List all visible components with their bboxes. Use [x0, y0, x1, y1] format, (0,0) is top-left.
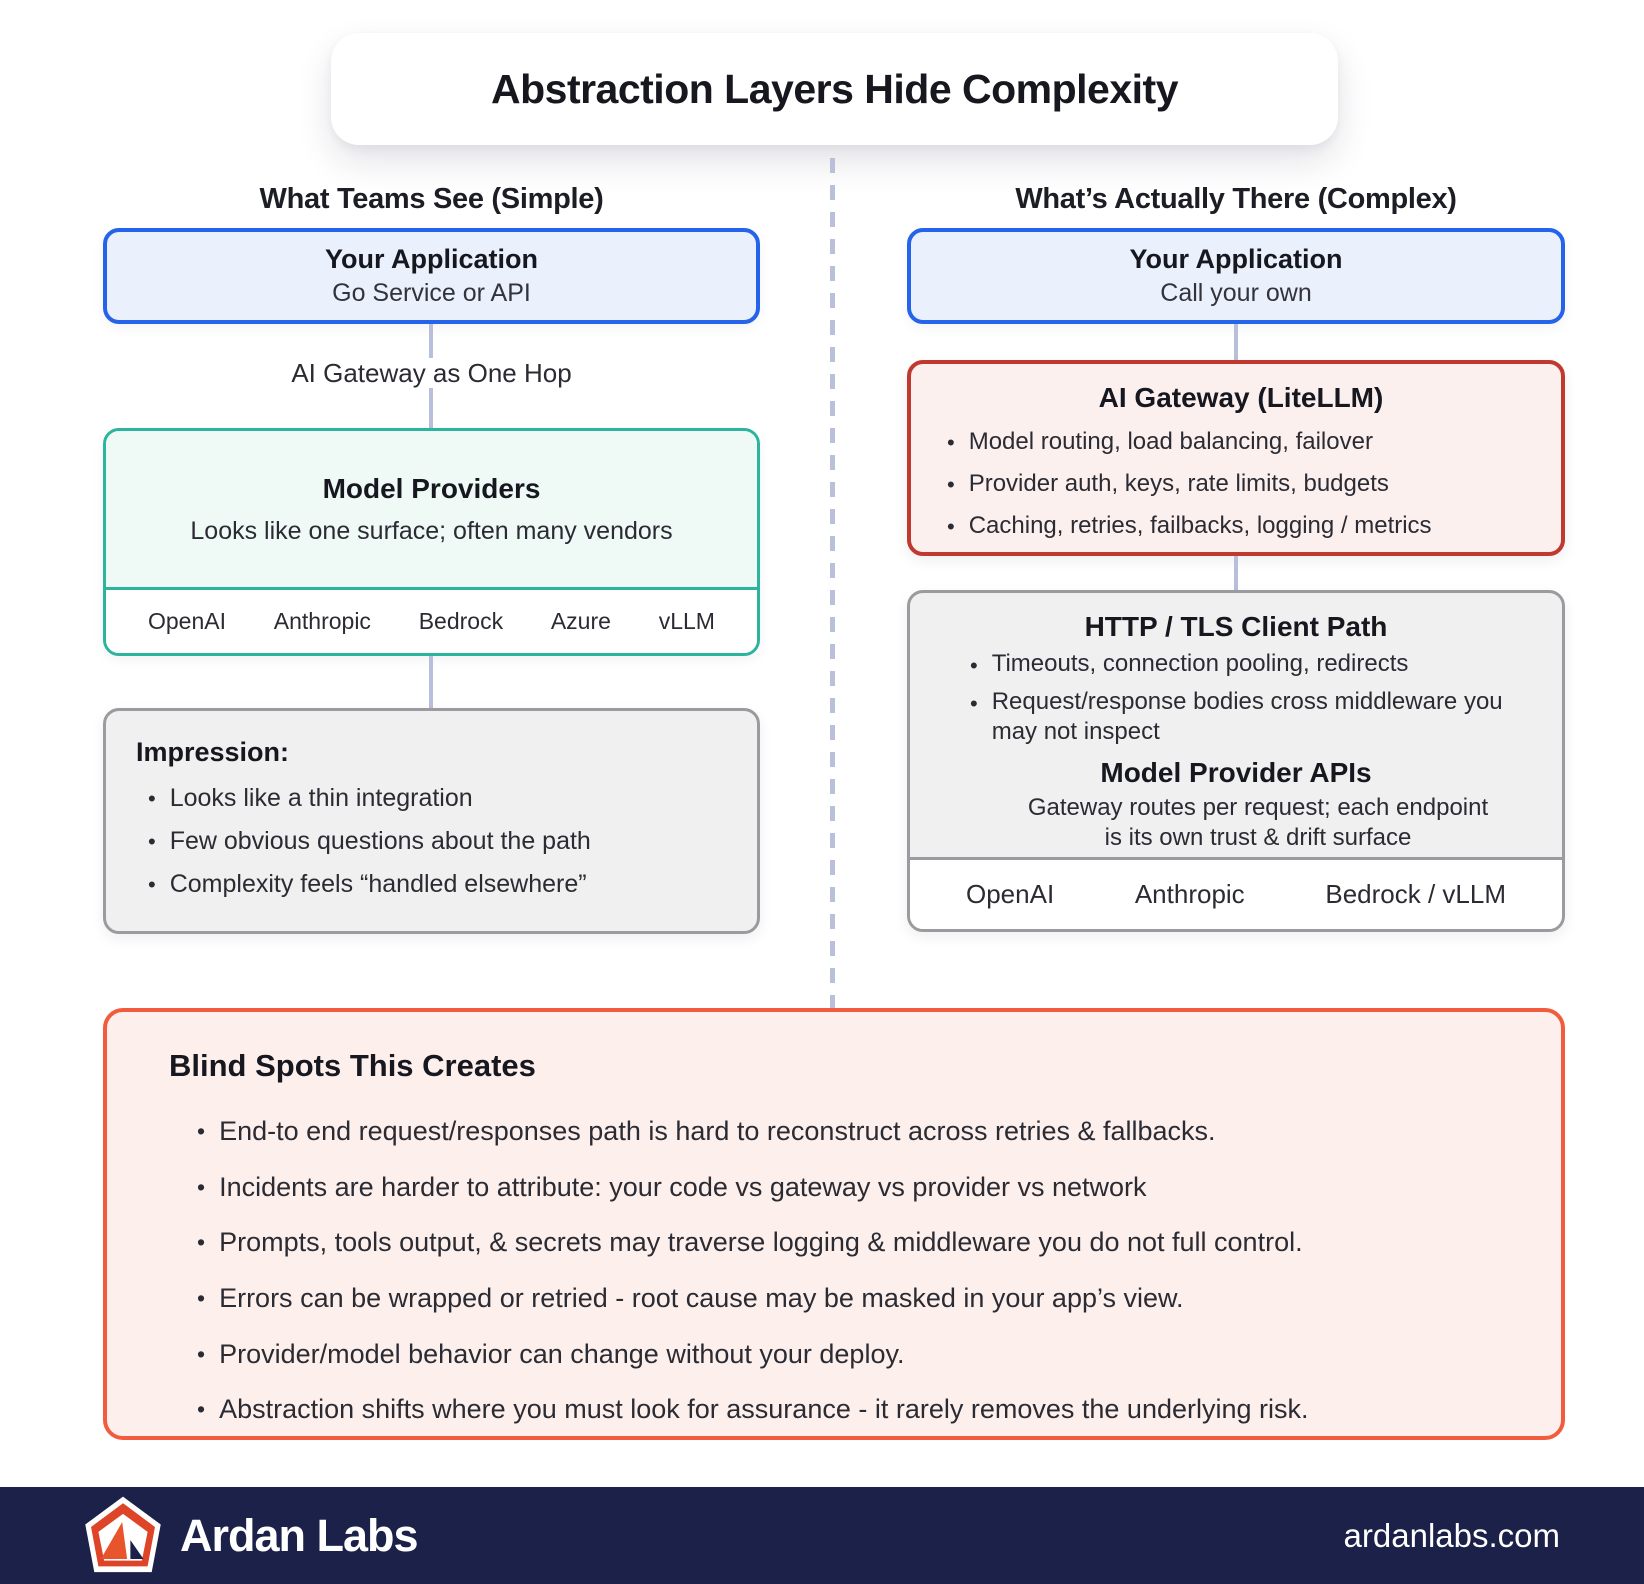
connector-line	[1234, 324, 1238, 360]
title-card: Abstraction Layers Hide Complexity	[331, 33, 1338, 145]
client-path-content: HTTP / TLS Client Path Timeouts, connect…	[910, 593, 1562, 860]
model-providers-title: Model Providers	[322, 472, 541, 504]
provider-name: vLLM	[658, 608, 715, 634]
client-path-bullets: Timeouts, connection pooling, redirects …	[970, 649, 1536, 747]
bullet-item: Few obvious questions about the path	[136, 825, 727, 859]
model-provider-apis-title: Model Provider APIs	[1100, 757, 1372, 789]
provider-name: Azure	[550, 608, 611, 634]
model-provider-apis-subtext: Gateway routes per request; each endpoin…	[1027, 794, 1489, 852]
left-column-header: What Teams See (Simple)	[259, 183, 604, 215]
left-application-box: Your Application Go Service or API	[103, 228, 760, 324]
providers-row: OpenAI Anthropic Bedrock / vLLM	[910, 860, 1562, 929]
provider-name: OpenAI	[148, 608, 226, 634]
bullet-item: Abstraction shifts where you must look f…	[169, 1392, 1511, 1428]
bullet-item: End-to end request/responses path is har…	[169, 1114, 1511, 1150]
right-column-header: What’s Actually There (Complex)	[1015, 183, 1457, 215]
right-application-subtitle: Call your own	[1160, 279, 1312, 307]
connector-line	[429, 656, 433, 708]
bullet-item: Complexity feels “handled elsewhere”	[136, 868, 727, 902]
model-providers-subtitle: Looks like one surface; often many vendo…	[190, 516, 673, 545]
bullet-item: Timeouts, connection pooling, redirects	[970, 649, 1536, 683]
right-application-title: Your Application	[1129, 244, 1343, 274]
left-application-title: Your Application	[325, 244, 538, 274]
providers-row: OpenAI Anthropic Bedrock Azure vLLM	[106, 590, 757, 653]
model-providers-box: Model Providers Looks like one surface; …	[103, 428, 760, 656]
brand-name: Ardan Labs	[180, 1509, 419, 1561]
column-divider	[830, 158, 835, 1014]
impression-box: Impression: Looks like a thin integratio…	[103, 708, 760, 934]
bullet-item: Model routing, load balancing, failover	[947, 426, 1535, 460]
bullet-item: Request/response bodies cross middleware…	[970, 687, 1536, 747]
bullet-item: Provider/model behavior can change witho…	[169, 1337, 1511, 1373]
page-title: Abstraction Layers Hide Complexity	[490, 65, 1179, 112]
left-application-subtitle: Go Service or API	[332, 279, 531, 307]
ai-gateway-box: AI Gateway (LiteLLM) Model routing, load…	[907, 360, 1565, 556]
provider-name: Anthropic	[1134, 879, 1245, 909]
bullet-item: Prompts, tools output, & secrets may tra…	[169, 1225, 1511, 1261]
bullet-item: Errors can be wrapped or retried - root …	[169, 1281, 1511, 1317]
model-providers-header: Model Providers Looks like one surface; …	[106, 431, 757, 590]
footer-bar: Ardan Labs ardanlabs.com	[0, 1487, 1644, 1584]
bullet-item: Looks like a thin integration	[136, 782, 727, 816]
connector-label: AI Gateway as One Hop	[103, 358, 760, 389]
bullet-item: Caching, retries, failbacks, logging / m…	[947, 510, 1535, 544]
connector-line	[1234, 556, 1238, 590]
blind-spots-box: Blind Spots This Creates End-to end requ…	[103, 1008, 1565, 1440]
bullet-item: Incidents are harder to attribute: your …	[169, 1170, 1511, 1206]
brand: Ardan Labs	[82, 1495, 419, 1577]
provider-name: Anthropic	[273, 608, 371, 634]
client-path-title: HTTP / TLS Client Path	[1084, 611, 1388, 642]
ai-gateway-title: AI Gateway (LiteLLM)	[1098, 382, 1384, 413]
blind-spots-bullets: End-to end request/responses path is har…	[169, 1114, 1511, 1428]
right-application-box: Your Application Call your own	[907, 228, 1565, 324]
provider-name: OpenAI	[966, 879, 1055, 909]
impression-bullets: Looks like a thin integration Few obviou…	[136, 782, 727, 902]
ardan-labs-logo-icon	[85, 1496, 161, 1572]
blind-spots-title: Blind Spots This Creates	[169, 1048, 536, 1083]
ai-gateway-bullets: Model routing, load balancing, failover …	[947, 426, 1535, 544]
impression-title: Impression:	[136, 737, 290, 767]
provider-name: Bedrock	[418, 608, 504, 634]
provider-name: Bedrock / vLLM	[1325, 879, 1506, 909]
website-url: ardanlabs.com	[1343, 1516, 1560, 1554]
bullet-item: Provider auth, keys, rate limits, budget…	[947, 468, 1535, 502]
client-path-box: HTTP / TLS Client Path Timeouts, connect…	[907, 590, 1565, 932]
